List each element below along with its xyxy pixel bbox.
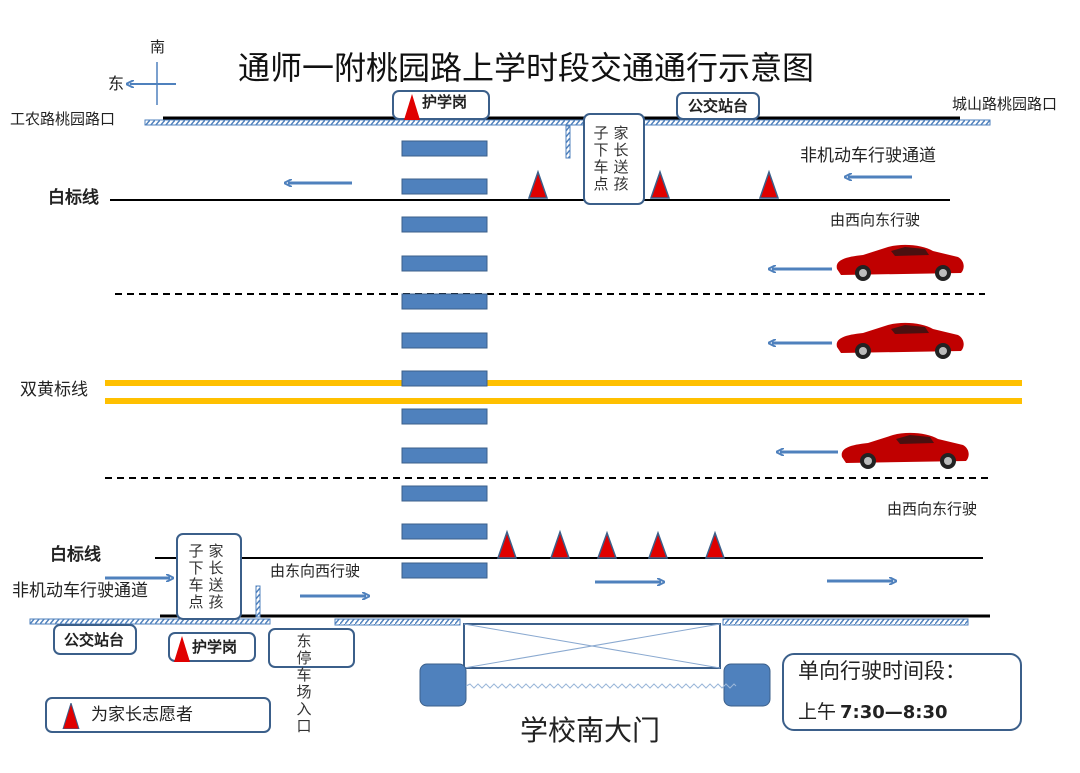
crosswalk	[401, 140, 488, 579]
compass-south-label: 南	[150, 38, 166, 56]
dropoff-label-col1: 子下车点	[593, 124, 609, 193]
guard-post-top: 护学岗	[392, 90, 490, 120]
intersection-left: 工农路桃园路口	[10, 110, 116, 128]
volunteer-cone-icon	[62, 703, 80, 729]
legend-label: 为家长志愿者	[91, 705, 193, 725]
school-gate-label: 学校南大门	[520, 714, 661, 747]
dropoff-label-col2: 家长送孩	[613, 124, 629, 193]
schedule-time: 7:30—8:30	[840, 702, 948, 723]
guard-post-label: 护学岗	[422, 93, 468, 111]
page-title: 通师一附桃园路上学时段交通通行示意图	[238, 49, 815, 87]
dropoff-label-col1: 子下车点	[188, 542, 204, 611]
schedule-box: 单向行驶时间段： 上午 7:30—8:30	[782, 653, 1022, 731]
bus-stop-label: 公交站台	[688, 97, 749, 115]
dropoff-point-bottom: 子下车点 家长送孩	[176, 533, 242, 620]
guard-post-label: 护学岗	[192, 638, 238, 656]
direction-label: 由东向西行驶	[270, 562, 361, 580]
car-icon	[841, 432, 969, 469]
dropoff-label-col2: 家长送孩	[208, 542, 224, 611]
school-gate	[419, 623, 771, 707]
parking-entrance-label: 东停车场入口	[296, 632, 312, 735]
volunteer-cone-icon	[596, 530, 618, 559]
dropoff-point-top: 子下车点 家长送孩	[583, 113, 645, 205]
direction-label: 由西向东行驶	[830, 211, 921, 229]
volunteer-cone-icon	[496, 529, 518, 559]
white-line-label: 白标线	[50, 545, 101, 565]
compass-east-label: 东	[108, 74, 125, 93]
volunteer-cone-icon	[647, 530, 669, 559]
bottom-sidewalk-1	[29, 618, 271, 625]
schedule-period: 上午	[798, 701, 837, 723]
volunteer-cone-icon	[649, 169, 671, 199]
volunteer-cone-icon	[174, 636, 190, 662]
bottom-sidewalk-2	[334, 618, 461, 626]
parking-entrance: 东停车场入口	[268, 628, 355, 735]
volunteer-cone-icon	[758, 169, 780, 199]
car-icon	[836, 244, 964, 281]
bottom-sidewalk-3	[722, 618, 969, 626]
volunteer-cone-icon	[527, 169, 549, 199]
direction-label: 由西向东行驶	[887, 500, 978, 518]
legend: 为家长志愿者	[45, 697, 271, 733]
volunteer-cone-icon	[404, 94, 420, 120]
guard-post-bottom: 护学岗	[168, 632, 256, 662]
bike-lane-label-bottom: 非机动车行驶通道	[12, 581, 148, 601]
bus-stop-top: 公交站台	[676, 92, 760, 120]
white-line-label: 白标线	[48, 188, 99, 208]
top-sidewalk	[144, 119, 991, 126]
volunteer-cone-icon	[549, 529, 571, 559]
intersection-right: 城山路桃园路口	[952, 95, 1058, 113]
bus-stop-bottom: 公交站台	[53, 624, 137, 655]
post	[565, 125, 571, 159]
post	[255, 585, 261, 618]
car-icon	[836, 322, 964, 359]
bus-stop-label: 公交站台	[64, 631, 125, 649]
bike-lane-label-top: 非机动车行驶通道	[800, 146, 936, 166]
double-yellow-label: 双黄标线	[20, 380, 88, 400]
volunteer-cone-icon	[704, 530, 726, 559]
schedule-heading: 单向行驶时间段：	[798, 659, 966, 683]
